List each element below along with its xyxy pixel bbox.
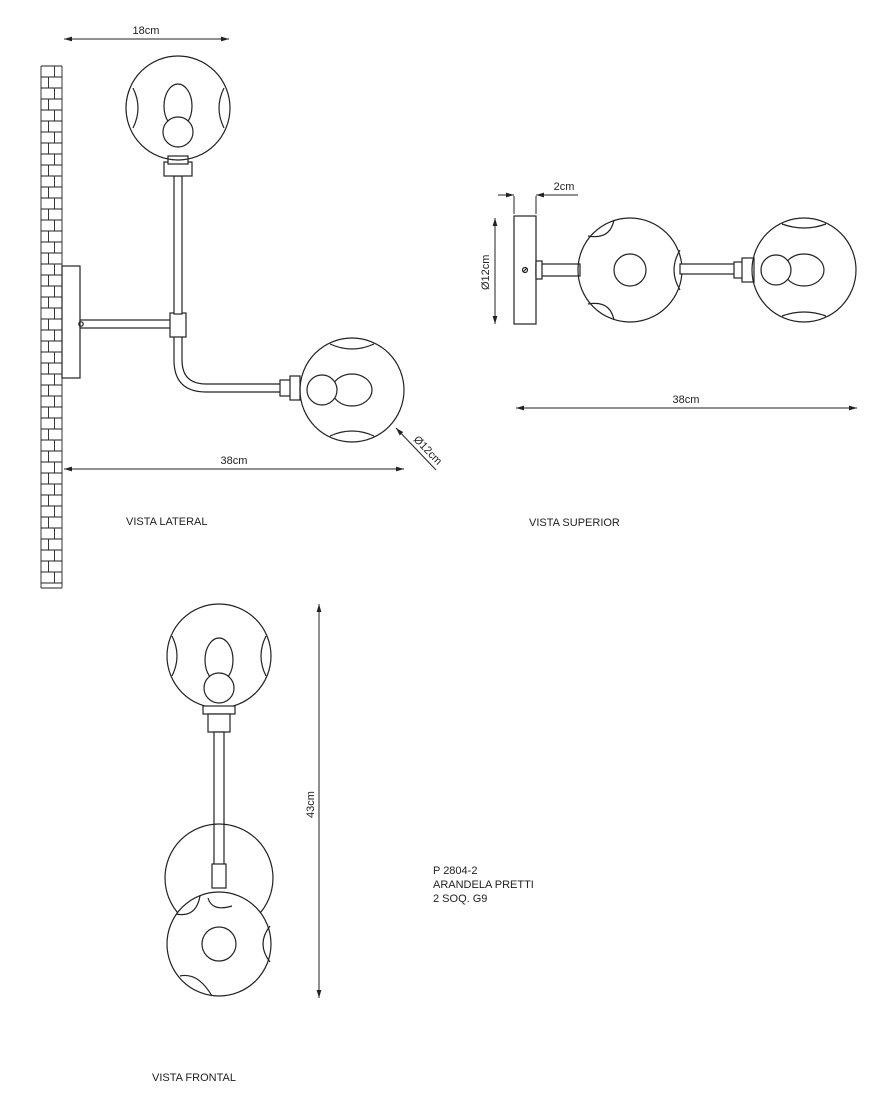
side-bulb-lower-base <box>306 374 338 406</box>
front-socket-lower <box>211 863 227 889</box>
side-socket-lower-ring <box>289 375 301 401</box>
top-globe-second <box>751 217 857 323</box>
front-globe-upper-notch-right <box>260 635 267 677</box>
front-globe-lower-notch-3 <box>179 974 213 997</box>
product-info: P 2804-2 ARANDELA PRETTI 2 SOQ. G9 <box>433 865 534 905</box>
front-globe-lower <box>166 891 272 997</box>
side-arm-lower <box>173 337 282 393</box>
side-globe-upper <box>125 55 231 161</box>
product-name: ARANDELA PRETTI <box>433 879 534 891</box>
front-bulb-lower <box>201 926 237 962</box>
dim-label-top-plate-diameter: Ø12cm <box>480 255 492 290</box>
front-globe-lower-notch-2 <box>262 925 271 963</box>
view-label-top: VISTA SUPERIOR <box>529 517 620 529</box>
side-globe-lower-notch-bottom <box>329 430 375 437</box>
product-code: P 2804-2 <box>433 865 477 877</box>
top-bulb-first <box>613 253 647 287</box>
dim-label-side-width: 18cm <box>133 25 160 37</box>
side-arm-upper <box>79 319 173 329</box>
top-bulb-second-base <box>760 254 792 286</box>
top-globe-first-notch-1 <box>587 219 615 238</box>
side-screw-icon <box>78 321 84 327</box>
dim-label-side-depth: 38cm <box>221 455 248 467</box>
top-screw-icon <box>521 266 529 274</box>
front-socket-upper-cup <box>207 713 231 733</box>
side-stem <box>173 175 183 315</box>
side-coupling <box>169 312 187 338</box>
brick-wall-courses <box>41 66 62 584</box>
front-bulb-upper-base <box>203 672 235 704</box>
front-globe-lower-notch-1 <box>175 895 201 916</box>
product-socket: 2 SOQ. G9 <box>433 893 487 905</box>
top-arm-second <box>679 263 737 275</box>
view-label-side: VISTA LATERAL <box>126 516 208 528</box>
front-socket-upper <box>202 705 236 715</box>
front-globe-upper-notch-left <box>171 635 178 677</box>
brick-wall-outline <box>40 65 63 589</box>
top-globe-first <box>577 217 683 323</box>
dim-label-top-depth: 38cm <box>673 394 700 406</box>
side-globe-lower <box>299 337 405 443</box>
top-socket-second <box>741 257 755 283</box>
side-view: 18cm 38cm Ø12cm VISTA LATERAL <box>40 25 444 589</box>
side-bulb-lower <box>331 373 373 407</box>
top-globe-second-notch-top <box>781 223 827 229</box>
dim-line-side-globe <box>395 427 437 471</box>
side-bulb-upper-base <box>162 116 194 148</box>
dim-label-top-plate-depth: 2cm <box>554 181 575 193</box>
front-view: 43cm VISTA FRONTAL <box>152 603 322 1084</box>
front-stem <box>213 731 225 869</box>
dim-label-front-height: 43cm <box>305 791 317 818</box>
view-label-front: VISTA FRONTAL <box>152 1072 236 1084</box>
side-globe-upper-notch-left <box>132 87 139 129</box>
side-wall-plate <box>61 265 81 379</box>
top-globe-first-notch-2 <box>587 302 615 321</box>
brick-wall <box>40 65 63 589</box>
top-view: 2cm Ø12cm 38cm VISTA SUPERIOR <box>480 181 857 529</box>
top-globe-second-notch-bottom <box>781 311 827 317</box>
side-globe-upper-notch-right <box>218 87 225 129</box>
dim-label-side-globe: Ø12cm <box>411 434 444 468</box>
top-globe-first-notch-3 <box>673 249 681 291</box>
side-globe-lower-notch-top <box>329 343 375 350</box>
